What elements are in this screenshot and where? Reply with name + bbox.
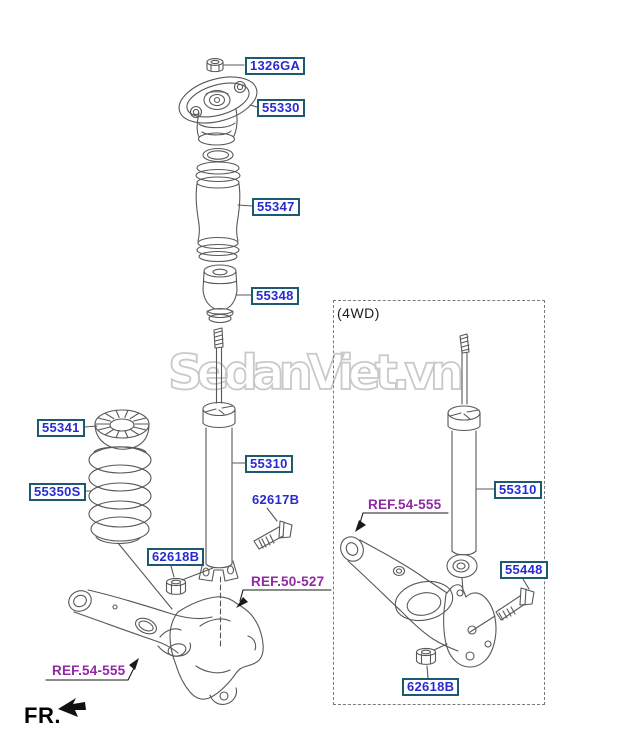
- part-label-55350S[interactable]: 55350S: [29, 483, 86, 501]
- nut-62618b-left-drawing: [165, 577, 187, 595]
- part-label-62618B-left[interactable]: 62618B: [147, 548, 205, 566]
- fr-direction-arrow: [58, 698, 86, 717]
- part-label-55347[interactable]: 55347: [252, 198, 300, 216]
- part-label-62618B-right[interactable]: 62618B: [402, 678, 460, 696]
- bolt-62617b-drawing: [253, 520, 293, 550]
- spring-pad-drawing: [94, 409, 150, 450]
- assembly-lines-left: [117, 542, 222, 649]
- lower-arm-right-drawing: [340, 536, 497, 668]
- part-label-55448[interactable]: 55448: [500, 561, 548, 579]
- rear-arm-knuckle-drawing: [68, 589, 264, 705]
- nut-62618b-right-drawing: [415, 643, 448, 665]
- part-label-55348[interactable]: 55348: [251, 287, 299, 305]
- coil-spring-drawing: [88, 446, 152, 545]
- variant-panel-title: (4WD): [337, 305, 380, 321]
- strut-mount-drawing: [178, 76, 258, 146]
- part-label-55310-left[interactable]: 55310: [245, 455, 293, 473]
- part-label-55341[interactable]: 55341: [37, 419, 85, 437]
- ref-label-54-555-left[interactable]: REF.54-555: [52, 663, 126, 678]
- flange-nut-drawing: [206, 58, 224, 73]
- fr-indicator-label: FR.: [24, 703, 61, 728]
- ref-arrowheads: [129, 520, 366, 670]
- part-label-62617B[interactable]: 62617B: [252, 492, 300, 507]
- part-label-55310-right[interactable]: 55310: [494, 481, 542, 499]
- shock-absorber-right-drawing: [446, 333, 481, 592]
- variant-panel-4wd: [333, 300, 545, 705]
- part-label-55330[interactable]: 55330: [257, 99, 305, 117]
- bolt-55448-drawing: [469, 587, 535, 633]
- leader-lines: [83, 64, 530, 679]
- bumper-stopper-drawing: [202, 264, 238, 324]
- ref-label-54-555-right[interactable]: REF.54-555: [368, 497, 442, 512]
- ref-leader-lines: [45, 512, 449, 681]
- part-label-1326GA[interactable]: 1326GA: [245, 57, 306, 75]
- shock-absorber-left-drawing: [198, 327, 239, 582]
- dust-cover-drawing: [195, 147, 241, 263]
- ref-label-50-527[interactable]: REF.50-527: [251, 574, 325, 589]
